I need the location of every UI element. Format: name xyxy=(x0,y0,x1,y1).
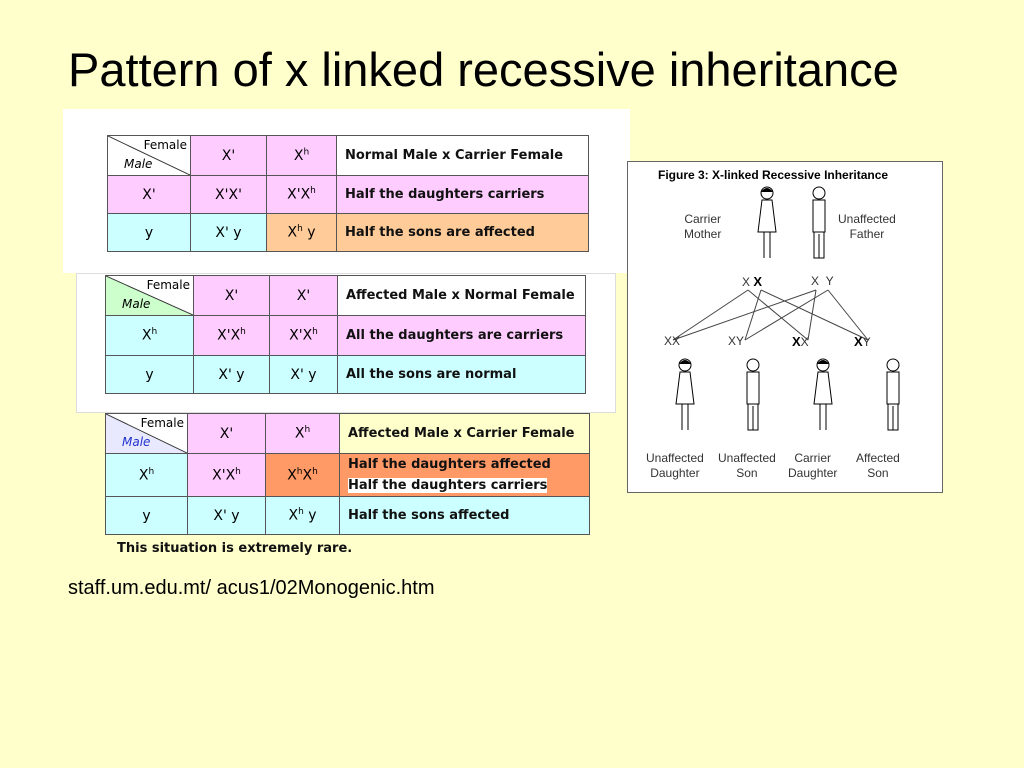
table3-row1-desc: Half the daughters affected Half the dau… xyxy=(339,453,590,497)
table1-corner: Female Male xyxy=(107,135,191,176)
table1-row1-c2: X'Xh xyxy=(266,175,337,214)
child-figure-2 xyxy=(742,358,764,439)
child-genotype-1: XX xyxy=(664,334,681,348)
table1-top-2: Xh xyxy=(266,135,337,176)
rare-note: This situation is extremely rare. xyxy=(117,541,353,556)
corner-female-label: Female xyxy=(146,278,190,292)
table2-top-2: X' xyxy=(269,275,338,316)
corner-male-label: Male xyxy=(122,435,151,449)
table1-row2-c2: Xh y xyxy=(266,213,337,252)
slide-title: Pattern of x linked recessive inheritanc… xyxy=(68,43,899,96)
table1-row1-desc: Half the daughters carriers xyxy=(336,175,589,214)
corner-female-label: Female xyxy=(140,416,184,430)
child-genotype-3: XX xyxy=(792,334,809,349)
table2-row2-head: y xyxy=(105,355,194,394)
table1-row2-c1: X' y xyxy=(190,213,267,252)
child-genotype-2: XY xyxy=(728,334,745,348)
table2-row2-desc: All the sons are normal xyxy=(337,355,586,394)
table1-row1-head: X' xyxy=(107,175,191,214)
table3-top-1: X' xyxy=(187,413,266,454)
table2-row2-c2: X' y xyxy=(269,355,338,394)
table3-row1-head: Xh xyxy=(105,453,188,497)
child-figure-3 xyxy=(812,358,834,439)
table3-cross: Affected Male x Carrier Female xyxy=(339,413,590,454)
table3-row2-c2: Xh y xyxy=(265,496,340,535)
table1-top-1: X' xyxy=(190,135,267,176)
mother-figure xyxy=(756,186,778,267)
table2-row2-c1: X' y xyxy=(193,355,270,394)
table2-row1-head: Xh xyxy=(105,315,194,356)
figure-3: Figure 3: X-linked Recessive Inheritance… xyxy=(627,161,943,493)
table2-row1-c1: X'Xh xyxy=(193,315,270,356)
table2-row1-desc: All the daughters are carriers xyxy=(337,315,586,356)
child-genotype-4: XY xyxy=(854,334,871,349)
table3-corner: Female Male xyxy=(105,413,188,454)
table2-top-1: X' xyxy=(193,275,270,316)
corner-male-label: Male xyxy=(122,297,151,311)
table2-row1-c2: X'Xh xyxy=(269,315,338,356)
father-figure xyxy=(808,186,830,267)
father-gametes: X Y xyxy=(811,274,834,288)
corner-male-label: Male xyxy=(124,157,153,171)
source-url: staff.um.edu.mt/ acus1/02Monogenic.htm xyxy=(68,577,435,599)
child-figure-1 xyxy=(674,358,696,439)
table1-row2-desc: Half the sons are affected xyxy=(336,213,589,252)
table3: Female Male X' Xh Affected Male x Carrie… xyxy=(105,413,590,535)
table1-row1-c1: X'X' xyxy=(190,175,267,214)
figure-title: Figure 3: X-linked Recessive Inheritance xyxy=(658,168,889,182)
child-figure-4 xyxy=(882,358,904,439)
allele: X' xyxy=(221,147,236,164)
table1-cross: Normal Male x Carrier Female xyxy=(336,135,589,176)
table3-row2-desc: Half the sons affected xyxy=(339,496,590,535)
table3-row2-c1: X' y xyxy=(187,496,266,535)
table3-row1-c2: XhXh xyxy=(265,453,340,497)
corner-female-label: Female xyxy=(143,138,187,152)
cross-lines xyxy=(672,289,869,341)
allele: Xh xyxy=(293,147,310,164)
table2-corner: Female Male xyxy=(105,275,194,316)
mother-gametes: X X xyxy=(742,274,763,289)
table3-row2-head: y xyxy=(105,496,188,535)
table1: Female Male X' Xh Normal Male x Carrier … xyxy=(107,135,589,252)
table3-desc-carriers: Half the daughters carriers xyxy=(348,478,548,493)
table3-row1-c1: X'Xh xyxy=(187,453,266,497)
table2-cross: Affected Male x Normal Female xyxy=(337,275,586,316)
table1-row2-head: y xyxy=(107,213,191,252)
table3-desc-affected: Half the daughters affected xyxy=(348,457,551,472)
table2: Female Male X' X' Affected Male x Normal… xyxy=(105,275,586,394)
table3-top-2: Xh xyxy=(265,413,340,454)
